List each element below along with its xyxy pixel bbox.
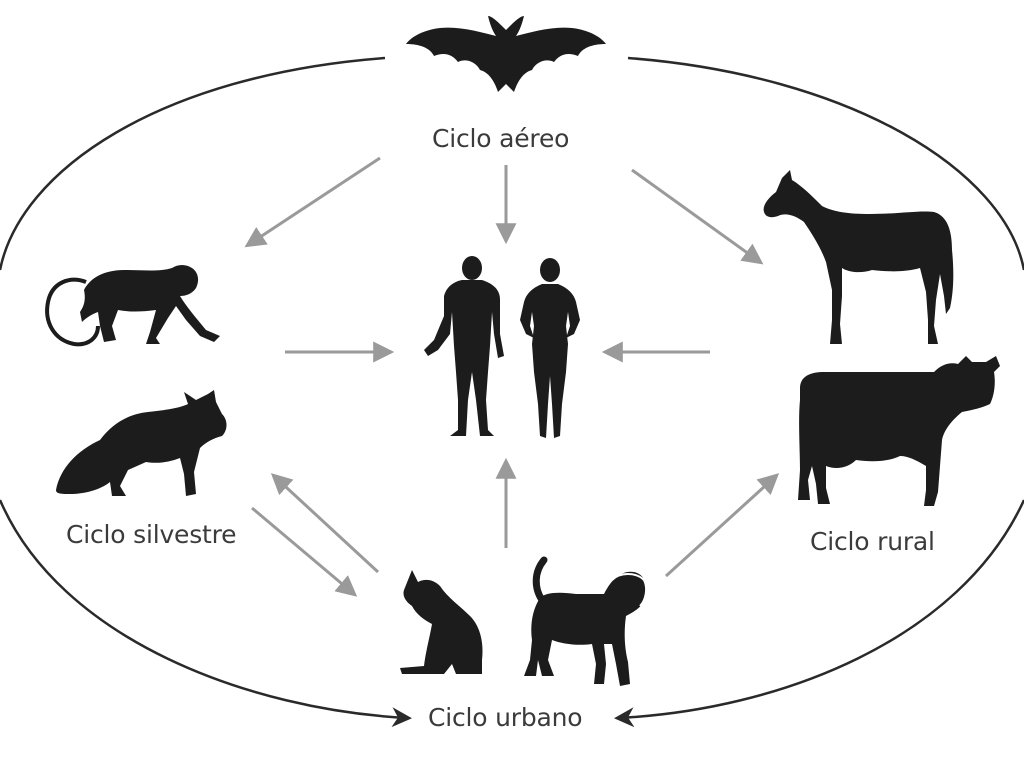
woman-icon xyxy=(520,258,580,438)
arrow-urban-to-wild xyxy=(270,473,380,574)
man-icon xyxy=(424,256,504,436)
label-ciclo-silvestre: Ciclo silvestre xyxy=(66,520,237,549)
ellipse-arc-right xyxy=(627,56,1024,271)
fox-icon xyxy=(56,390,227,496)
bat-icon xyxy=(406,16,606,92)
cat-icon xyxy=(400,570,483,674)
label-ciclo-aereo: Ciclo aéreo xyxy=(432,124,570,153)
arrow-bat-to-horse xyxy=(631,168,764,265)
cow-icon xyxy=(798,356,1000,506)
arrow-wild-to-urban xyxy=(251,506,358,597)
ellipse-arc-right-lower xyxy=(614,499,1024,728)
outer-cycle xyxy=(0,56,1024,728)
horse-icon xyxy=(763,170,954,344)
transmission-arrows xyxy=(244,156,780,597)
label-ciclo-rural: Ciclo rural xyxy=(810,527,935,556)
arrow-urban-to-rural xyxy=(664,473,780,578)
ellipse-arc-left xyxy=(0,56,386,271)
arrow-bat-to-monkey xyxy=(244,156,381,248)
dog-icon xyxy=(524,556,648,686)
label-ciclo-urbano: Ciclo urbano xyxy=(428,703,583,732)
ellipse-arc-left-lower xyxy=(0,499,412,728)
monkey-icon xyxy=(45,265,220,347)
